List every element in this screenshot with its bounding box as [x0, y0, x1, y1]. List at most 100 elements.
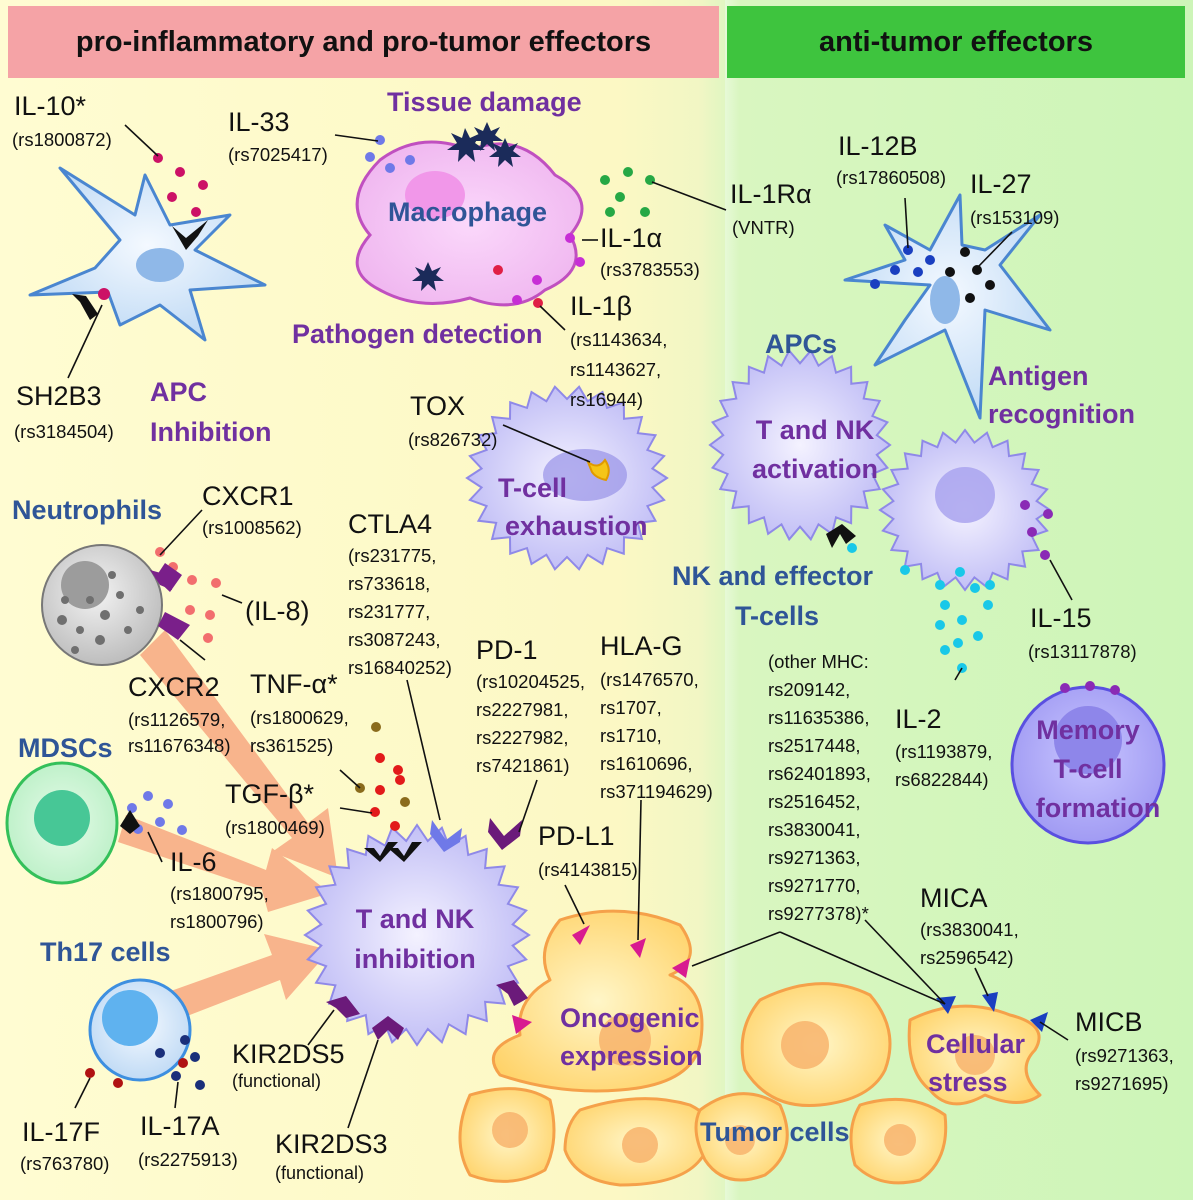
rs-il27: (rs153109) [970, 207, 1060, 228]
tox-marker [585, 458, 610, 482]
gene-pdl1: PD-L1 [538, 821, 615, 851]
rs-hlag-2: rs1707, [600, 697, 662, 718]
note-kir2ds5: (functional) [232, 1071, 322, 1091]
rs-mhc-8: rs9271363, [768, 847, 861, 868]
gene-mica: MICA [920, 883, 988, 913]
rs-mhc-3: rs11635386, [768, 707, 870, 728]
label-activation-1: T and NK [755, 415, 875, 445]
gene-il17a: IL-17A [140, 1111, 220, 1141]
gene-tgfb: TGF-β* [225, 779, 315, 809]
gene-il12b: IL-12B [838, 131, 918, 161]
rs-mhc-7: rs3830041, [768, 819, 861, 840]
rs-mhc-1: (other MHC: [768, 651, 869, 672]
mdsc-cell [5, 761, 119, 885]
rs-il2-1: (rs1193879, [895, 741, 993, 762]
exhausted-t-cell [465, 385, 669, 571]
label-mdscs: MDSCs [18, 733, 113, 763]
rs-mica-2: rs2596542) [920, 947, 1014, 968]
rs-hlag-4: rs1610696, [600, 753, 693, 774]
rs-il6-1: (rs1800795, [170, 883, 269, 904]
gene-cxcr2: CXCR2 [128, 672, 220, 702]
rs-mhc-9: rs9271770, [768, 875, 861, 896]
rs-il2-2: rs6822844) [895, 769, 989, 790]
rs-il1b-3: rs16944) [570, 389, 644, 410]
gene-il1b: IL-1β [570, 291, 633, 321]
gene-micb: MICB [1075, 1007, 1143, 1037]
label-tumor-cells: Tumor cells [700, 1117, 850, 1147]
rs-mhc-5: rs62401893, [768, 763, 871, 784]
gene-sh2b3: SH2B3 [16, 381, 102, 411]
rs-mhc-4: rs2517448, [768, 735, 861, 756]
label-activation-2: activation [751, 454, 879, 484]
rs-mhc-6: rs2516452, [768, 791, 861, 812]
apc-activation-cell [708, 348, 892, 542]
rs-pdl1: (rs4143815) [538, 859, 638, 880]
rs-sh2b3: (rs3184504) [14, 421, 114, 442]
label-oncogenic-2: expression [560, 1041, 703, 1071]
label-apc-inhibition-2: Inhibition [150, 417, 272, 447]
mdsc-flow-arrow [118, 815, 330, 912]
flow-arrows [118, 630, 338, 1018]
rs-micb-2: rs9271695) [1075, 1073, 1169, 1094]
rs-mhc-10: rs9277378)* [768, 903, 869, 924]
rs-micb-1: (rs9271363, [1075, 1045, 1174, 1066]
rs-ctla4-3: rs231777, [348, 601, 431, 622]
cytokine-particles [85, 135, 1120, 1090]
macrophage-cell [355, 140, 584, 307]
label-antigen-1: Antigen [988, 361, 1089, 391]
label-tissue-damage: Tissue damage [387, 87, 582, 117]
rs-ctla4-5: rs16840252) [348, 657, 452, 678]
rs-ctla4-2: rs733618, [348, 573, 431, 594]
gene-kir2ds3: KIR2DS3 [275, 1129, 388, 1159]
rs-pd1-4: rs7421861) [476, 755, 570, 776]
apc-cell-right [843, 193, 1052, 420]
label-nk-effector-2: T-cells [735, 601, 820, 631]
tissue-damage-particles [412, 122, 521, 291]
label-stress-1: Cellular [926, 1029, 1026, 1059]
nk-effector-cell [878, 428, 1052, 592]
gene-tnfa: TNF-α* [250, 669, 338, 699]
label-il8: (IL-8) [245, 596, 310, 626]
rs-ctla4-4: rs3087243, [348, 629, 441, 650]
rs-pd1-2: rs2227981, [476, 699, 569, 720]
memory-t-cell [1010, 685, 1166, 845]
rs-cxcr2-2: rs11676348) [128, 735, 231, 756]
leader-lines [67, 124, 1073, 1129]
label-apc-inhibition-1: APC [150, 377, 208, 407]
rs-tgfb: (rs1800469) [225, 817, 325, 838]
gene-il1ra: IL-1Rα [730, 179, 812, 209]
rs-tox: (rs826732) [408, 429, 498, 450]
rs-il1ra: (VNTR) [732, 217, 795, 238]
rs-tnfa-2: rs361525) [250, 735, 334, 756]
rs-pd1-1: (rs10204525, [476, 671, 586, 692]
gene-il27: IL-27 [970, 169, 1032, 199]
rs-hlag-3: rs1710, [600, 725, 662, 746]
label-exhaustion-2: exhaustion [505, 511, 648, 541]
header-anti-tumor: anti-tumor effectors [727, 6, 1185, 78]
rs-il1b-1: (rs1143634, [570, 329, 668, 350]
rs-il12b: (rs17860508) [836, 167, 947, 188]
rs-hlag-5: rs371194629) [600, 781, 713, 802]
th17-cell [88, 978, 192, 1082]
rs-il17f: (rs763780) [20, 1153, 110, 1174]
rs-tnfa-1: (rs1800629, [250, 707, 349, 728]
label-apcs: APCs [765, 329, 838, 359]
label-stress-2: stress [928, 1067, 1008, 1097]
rs-il1a: (rs3783553) [600, 259, 700, 280]
gene-il17f: IL-17F [22, 1117, 101, 1147]
label-memory-2: T-cell [1053, 754, 1123, 784]
rs-il15: (rs13117878) [1028, 641, 1137, 662]
inhibited-t-nk-cell [303, 823, 531, 1047]
gene-il2: IL-2 [895, 704, 942, 734]
rs-cxcr1: (rs1008562) [202, 517, 302, 538]
gene-cxcr1: CXCR1 [202, 481, 294, 511]
label-exhaustion-1: T-cell [497, 473, 568, 503]
label-memory-1: Memory [1036, 715, 1140, 745]
rs-pd1-3: rs2227982, [476, 727, 569, 748]
gene-il33: IL-33 [228, 107, 290, 137]
label-neutrophils: Neutrophils [12, 495, 163, 525]
rs-il1b-2: rs1143627, [570, 359, 662, 380]
th17-flow-arrow [168, 934, 330, 1018]
